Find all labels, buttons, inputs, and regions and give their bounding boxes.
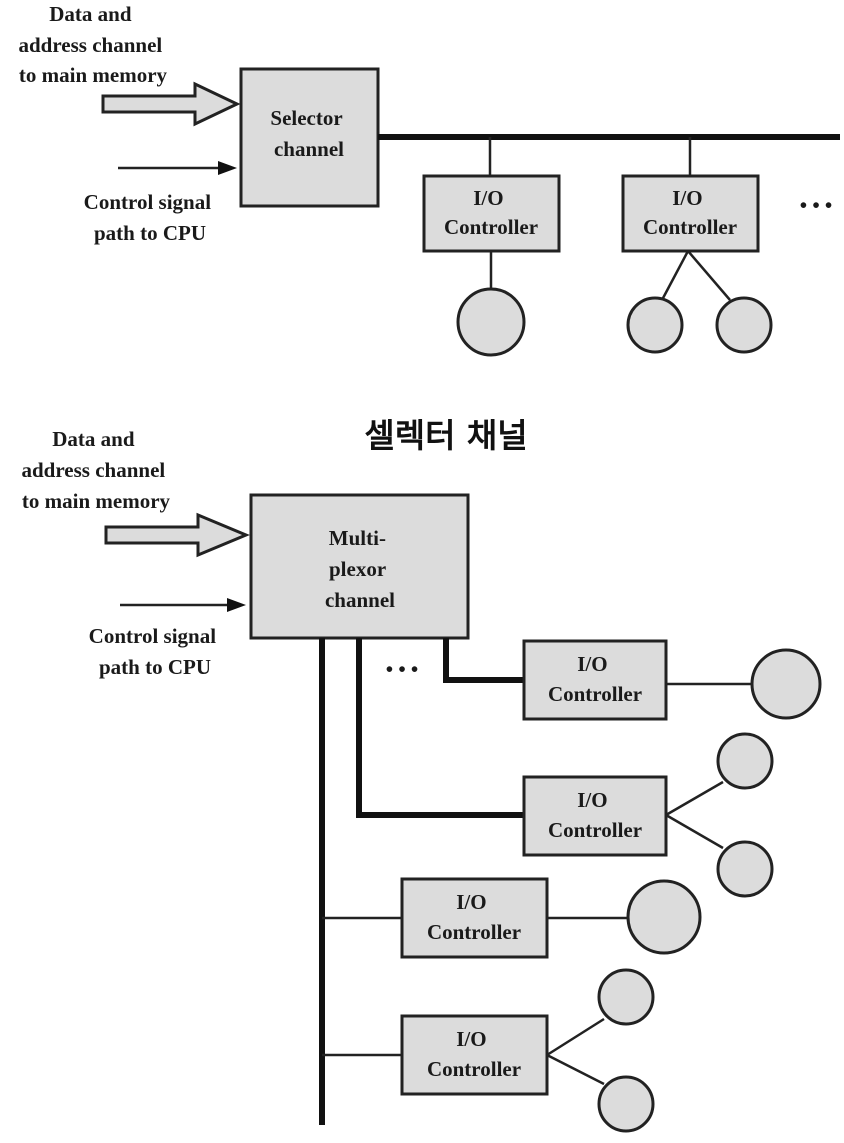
multiplexor-io-controller-4 [400,1014,549,1096]
selector-device-1 [456,287,526,357]
selector-io-controller-1-label: I/O Controller [444,186,538,239]
multiplexor-data-arrow [104,512,250,558]
selector-io-controller-1 [422,174,561,253]
multiplexor-io-controller-3-label: I/O Controller [427,890,521,944]
selector-device-2b [715,296,773,354]
multiplexor-channel-label: Multi- plexor channel [325,526,395,612]
multiplexor-io-controller-1 [522,639,668,721]
multiplexor-channel-box [249,493,470,640]
selector-ellipsis: • • • [800,193,833,217]
multiplexor-device-4b-link [546,1053,605,1086]
multiplexor-device-4a [597,968,655,1026]
multiplexor-device-1 [750,648,822,720]
selector-device-2b-link [687,250,731,301]
multiplexor-io-controller-2-label: I/O Controller [548,788,642,842]
multiplexor-control-label: Control signal path to CPU [89,624,222,679]
multiplexor-data-label: Data and address channel to main memory [22,427,171,513]
selector-device-2a-link [660,250,690,301]
selector-channel-label: Selector channel [270,106,347,161]
selector-io-controller-2-label: I/O Controller [643,186,737,239]
selector-data-label: Data and address channel to main memory [19,2,168,87]
multiplexor-device-2b-link [665,813,724,850]
multiplexor-control-arrow-head [227,598,246,612]
multiplexor-line-1 [443,638,524,683]
selector-control-arrow-head [218,161,237,175]
multiplexor-line-2 [356,638,524,818]
multiplexor-io-controller-1-label: I/O Controller [548,652,642,706]
selector-caption: 셀렉터 채널 [364,416,527,455]
selector-data-arrow [101,81,241,127]
multiplexor-device-3 [626,879,702,955]
selector-device-2a [626,296,684,354]
multiplexor-device-2a [716,732,774,790]
multiplexor-io-controller-4-label: I/O Controller [427,1027,521,1081]
multiplexor-device-4a-link [546,1017,605,1057]
multiplexor-device-2b [716,840,774,898]
selector-control-label: Control signal path to CPU [84,190,217,245]
multiplexor-io-controller-3 [400,877,549,959]
multiplexor-device-4b [597,1075,655,1133]
selector-channel-diagram: Data and address channel to main memory … [19,2,840,357]
selector-io-controller-2 [621,174,760,253]
multiplexor-ellipsis: • • • [386,657,419,681]
multiplexor-device-2a-link [665,780,724,817]
multiplexor-io-controller-2 [522,775,668,857]
multiplexor-channel-diagram: Data and address channel to main memory … [22,427,822,1133]
